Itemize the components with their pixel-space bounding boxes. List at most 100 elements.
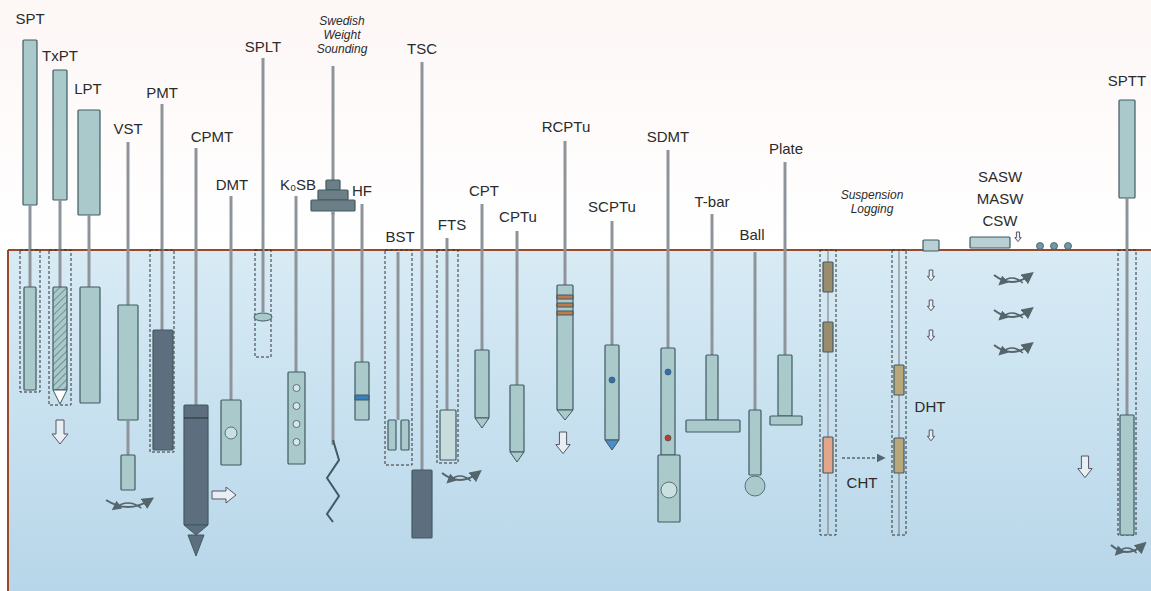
borehole bbox=[385, 250, 412, 465]
probe-body bbox=[661, 348, 675, 455]
probe-body bbox=[80, 287, 100, 403]
sensor bbox=[665, 369, 671, 375]
borehole bbox=[150, 250, 174, 452]
test-label: SASW bbox=[978, 168, 1022, 186]
test-label: SPTT bbox=[1108, 72, 1146, 90]
source bbox=[970, 237, 1010, 248]
push-rod bbox=[481, 204, 484, 350]
membrane bbox=[225, 427, 237, 439]
push-arrow bbox=[1078, 456, 1092, 478]
probe-body bbox=[326, 180, 340, 190]
ball bbox=[745, 476, 765, 496]
probe-body bbox=[557, 285, 573, 410]
test-label: CHT bbox=[847, 474, 878, 492]
test-label: CPTu bbox=[499, 208, 537, 226]
rotation-arrow bbox=[994, 310, 1030, 317]
expand-arrow bbox=[212, 487, 236, 503]
plate bbox=[770, 416, 802, 425]
probe-body bbox=[118, 305, 138, 420]
probe-body bbox=[53, 287, 67, 390]
geophone bbox=[1037, 243, 1044, 250]
push-rod bbox=[195, 148, 198, 405]
probe-body bbox=[778, 355, 792, 416]
borehole bbox=[49, 250, 71, 405]
push-rod bbox=[59, 200, 62, 287]
rotation-arrow bbox=[1001, 348, 1023, 353]
cable bbox=[828, 250, 829, 535]
wave-path bbox=[842, 457, 882, 459]
push-arrow bbox=[556, 432, 570, 454]
pressure-cell bbox=[293, 403, 300, 410]
test-label: SPLT bbox=[245, 38, 281, 56]
rotation-arrow bbox=[442, 473, 478, 480]
ground-surface bbox=[8, 249, 1151, 251]
test-label: T-bar bbox=[694, 193, 729, 211]
push-arrow bbox=[1015, 232, 1021, 242]
probe-body bbox=[475, 350, 489, 418]
probe-body bbox=[221, 400, 241, 465]
probe-body bbox=[53, 70, 67, 200]
test-label: K₀SB bbox=[280, 176, 316, 194]
push-rod bbox=[1126, 198, 1129, 415]
sensor bbox=[609, 377, 615, 383]
cone-tip bbox=[605, 440, 619, 450]
collar bbox=[184, 418, 208, 419]
sensor bbox=[665, 435, 671, 441]
rotation-arrow bbox=[994, 275, 1030, 282]
test-label: SCPTu bbox=[588, 198, 636, 216]
probe-body bbox=[823, 322, 833, 352]
test-label: Plate bbox=[769, 140, 803, 158]
probe-body bbox=[153, 330, 173, 450]
push-rod bbox=[611, 221, 614, 345]
source bbox=[923, 240, 939, 251]
probe-body bbox=[823, 262, 833, 292]
push-rod bbox=[295, 196, 298, 372]
probe-body bbox=[24, 287, 36, 390]
probe-body bbox=[894, 438, 904, 473]
source bbox=[823, 437, 833, 473]
test-label: MASW bbox=[977, 190, 1024, 208]
rotation-arrow bbox=[115, 503, 141, 508]
push-rod bbox=[88, 215, 91, 287]
test-label: TxPT bbox=[42, 47, 78, 65]
test-label: DMT bbox=[216, 176, 249, 194]
test-label: CPT bbox=[469, 182, 499, 200]
rotation-arrow bbox=[1001, 313, 1023, 318]
borehole bbox=[1118, 250, 1136, 535]
rotation-arrow bbox=[106, 500, 150, 507]
push-rod bbox=[161, 104, 164, 330]
resistivity-band bbox=[557, 303, 573, 307]
test-label: BST bbox=[385, 228, 414, 246]
probe-body bbox=[355, 362, 369, 420]
borehole bbox=[892, 250, 906, 535]
sky bbox=[0, 0, 1151, 250]
test-label: CPMT bbox=[191, 128, 234, 146]
push-rod bbox=[516, 231, 519, 385]
borehole bbox=[820, 250, 836, 535]
test-label: VST bbox=[113, 120, 142, 138]
cone-tip bbox=[557, 410, 573, 420]
pressure-cell bbox=[293, 439, 300, 446]
probe-body bbox=[706, 355, 718, 420]
rotation-arrow bbox=[994, 345, 1030, 352]
test-label: Ball bbox=[739, 226, 764, 244]
push-rod bbox=[230, 196, 233, 400]
push-arrow bbox=[927, 300, 934, 311]
cone-tip bbox=[475, 418, 489, 428]
probe-body bbox=[121, 455, 135, 490]
test-label: CSW bbox=[983, 212, 1018, 230]
push-rod bbox=[784, 162, 787, 355]
test-label: SDMT bbox=[647, 128, 690, 146]
pressure-cell bbox=[293, 421, 300, 428]
probe-body bbox=[23, 40, 37, 205]
probe-body bbox=[440, 410, 456, 460]
push-rod bbox=[29, 205, 32, 287]
test-label: Swedish Weight Sounding bbox=[311, 14, 373, 56]
pressure-cell bbox=[293, 385, 300, 392]
probes bbox=[20, 40, 1143, 556]
rotation-arrow bbox=[1001, 278, 1023, 283]
drive-shoe bbox=[53, 390, 67, 404]
push-arrow bbox=[927, 430, 934, 441]
probe-body bbox=[749, 410, 761, 475]
